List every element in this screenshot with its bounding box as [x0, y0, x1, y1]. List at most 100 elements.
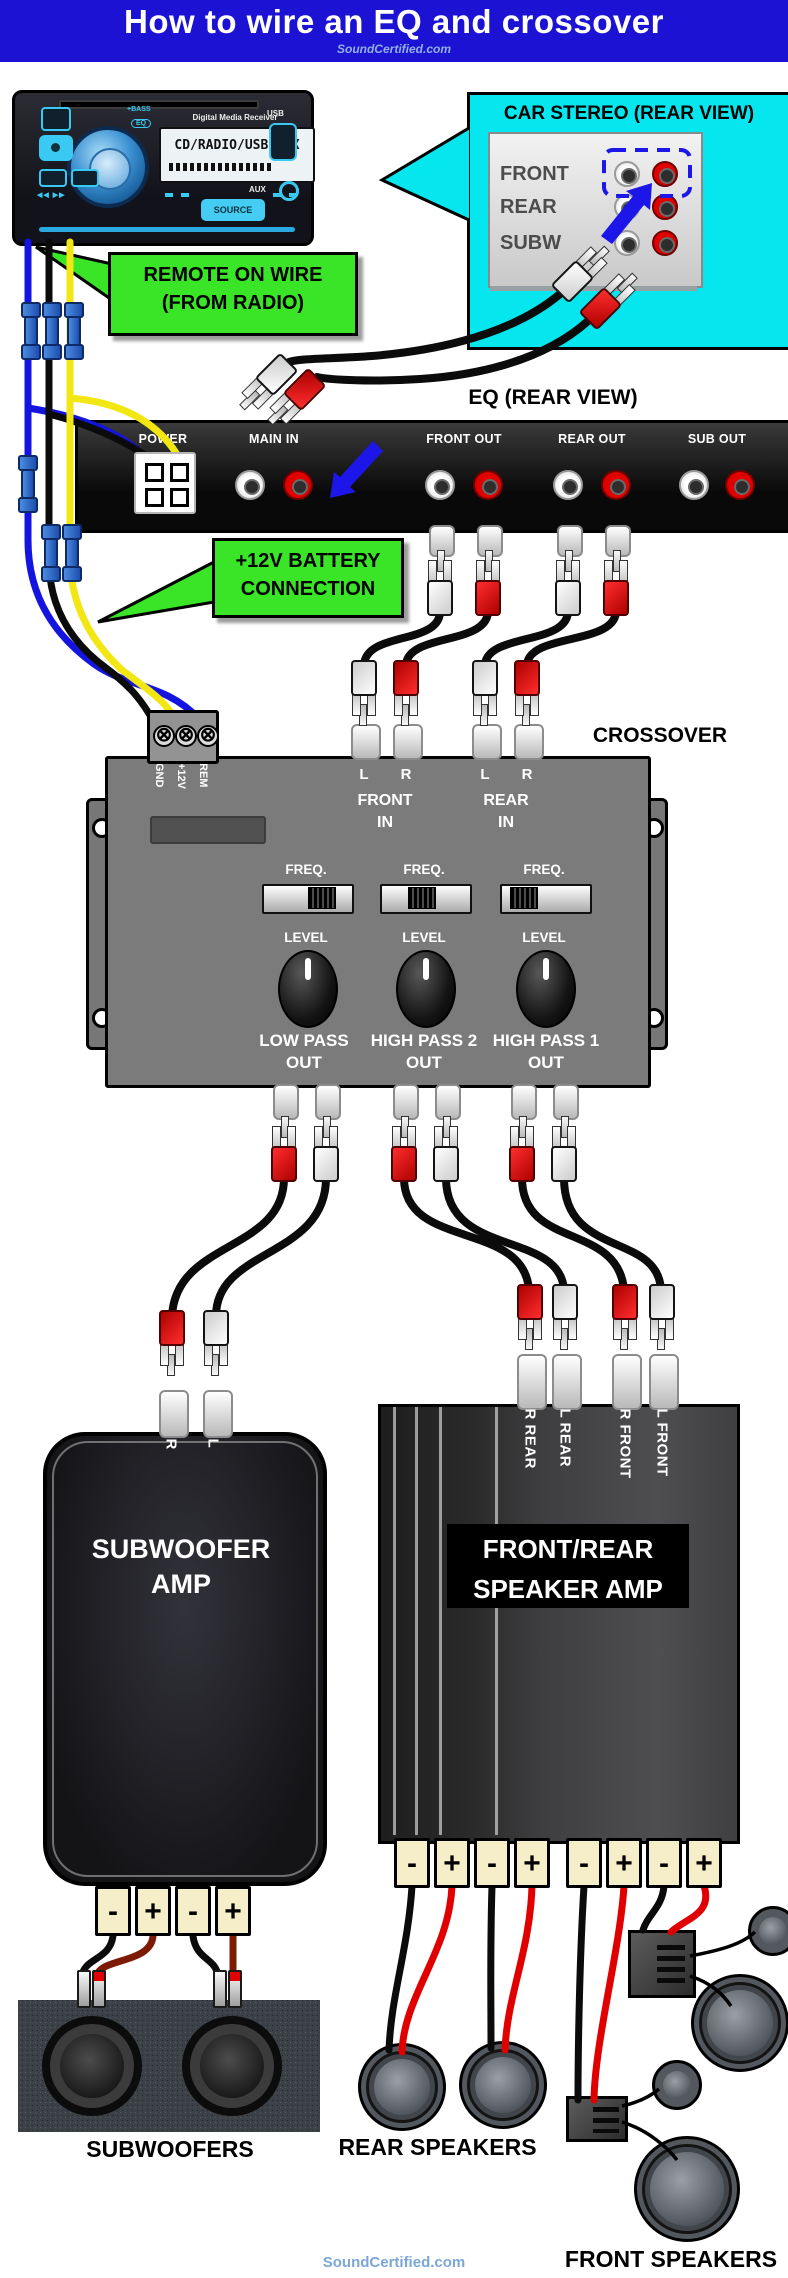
front-rear-speaker-amp — [378, 1404, 740, 1844]
wire-ground-black — [45, 238, 159, 728]
rca-plug-xin-red — [514, 660, 540, 726]
eq-power-connector — [134, 452, 196, 514]
usb-port — [269, 123, 297, 161]
connector-mid — [67, 316, 81, 346]
butt-connector — [64, 302, 84, 360]
search-button — [41, 107, 71, 131]
4ch-input-rfront: R FRONT — [616, 1408, 634, 1479]
rear-in-r: R — [521, 766, 533, 783]
frontwire-neg-b — [574, 1882, 588, 2104]
highpass1-line2: OUT — [528, 1053, 564, 1073]
4ch-terminal: - — [394, 1838, 430, 1888]
freq-slider-2 — [380, 884, 472, 914]
jack-rear-red — [652, 194, 678, 220]
butt-connector — [41, 524, 61, 582]
jack-center — [621, 237, 637, 253]
highpass1-line1: HIGH PASS 1 — [492, 1031, 600, 1050]
eq-out-stub — [477, 525, 503, 557]
connector-cap — [62, 566, 82, 582]
rearwire-pos-1 — [398, 1882, 456, 2056]
rear-view-row-rear: REAR — [500, 196, 557, 218]
crossover-power-terminals: ⊗ ⊗ ⊗ — [147, 710, 219, 764]
crossover-fins — [593, 2107, 619, 2133]
header-banner: How to wire an EQ and crossover SoundCer… — [0, 0, 788, 62]
cable-eq-frontout-r — [402, 604, 493, 668]
knob-pointer — [543, 958, 549, 980]
accent-strip — [39, 227, 295, 232]
rear-view-row-front: FRONT — [500, 163, 569, 185]
plug-body — [603, 580, 629, 616]
jack-center — [659, 237, 675, 253]
subamp-title-line1: SUBWOOFER — [91, 1534, 271, 1564]
connector-cap — [21, 344, 41, 360]
usb-label: USB — [267, 109, 284, 118]
source-button: SOURCE — [201, 199, 265, 221]
front-in-line1: FRONT — [357, 792, 413, 809]
jack-subw-white — [614, 230, 640, 256]
wire-ferrule — [77, 1970, 91, 2008]
rearwire-pos-2 — [501, 1882, 536, 2054]
4ch-in-stub — [517, 1354, 547, 1410]
heatsink-fin — [439, 1407, 442, 1835]
wire-ferrule-pos — [92, 1970, 106, 2008]
display-button — [39, 169, 67, 187]
cable-highpass1-r — [518, 1174, 628, 1294]
tweeter-dome — [663, 2071, 691, 2099]
crossover-out-stub — [273, 1084, 299, 1120]
highpass2-out-label: HIGH PASS 2 OUT — [360, 1030, 488, 1074]
battery-callout-line1: +12V BATTERY — [235, 550, 381, 572]
4ch-input-rrear: R REAR — [521, 1408, 539, 1470]
prev-track-icon: ◀◀ — [37, 192, 50, 199]
ferrule-red-band — [230, 1972, 240, 1981]
remote-wire-callout: REMOTE ON WIRE (FROM RADIO) — [108, 252, 358, 336]
front-speakers-label: FRONT SPEAKERS — [564, 2246, 778, 2272]
rca-plug-4ch-lfront — [649, 1284, 675, 1350]
connector-mid — [21, 469, 35, 499]
rca-plug-xout-red — [271, 1116, 297, 1182]
connector-mid — [65, 538, 79, 568]
level-knob-2 — [396, 950, 456, 1028]
subamp-ch-r: R — [162, 1438, 180, 1450]
frontwire-pos-a — [667, 1882, 710, 1936]
site-credit: SoundCertified.com — [336, 42, 451, 56]
front-woofer-b — [634, 2136, 740, 2242]
plug-body — [393, 660, 419, 696]
4ch-amp-badge: FRONT/REAR SPEAKER AMP — [447, 1524, 689, 1608]
cable-stereo-to-eq-white — [285, 290, 564, 366]
jack-center — [688, 479, 704, 495]
level-label-3: LEVEL — [522, 930, 566, 945]
cable-highpass2-r — [400, 1174, 533, 1294]
eq-sub-out-jack-red — [725, 470, 755, 500]
cable-highpass2-l — [442, 1174, 568, 1294]
4ch-terminal: + — [606, 1838, 642, 1888]
plug-body — [517, 1284, 543, 1320]
page-title: How to wire an EQ and crossover — [124, 3, 664, 40]
link-boxa-woofer — [689, 1974, 733, 2008]
terminal-label-12v: +12V — [175, 763, 187, 789]
plug-body — [313, 1146, 339, 1182]
preset-tick-1 — [165, 193, 173, 197]
lowpass-line2: OUT — [286, 1053, 322, 1073]
rearwire-neg-2 — [487, 1882, 496, 2052]
power-pin — [145, 488, 164, 507]
subamp-title-line2: AMP — [151, 1569, 211, 1600]
plug-body — [649, 1284, 675, 1320]
plug-body — [551, 1146, 577, 1182]
footer-site: SoundCertified.com — [322, 2254, 466, 2271]
rca-plug-eq-out-white — [555, 550, 581, 616]
arrow-to-front-jacks — [601, 183, 652, 244]
power-pin — [170, 463, 189, 482]
power-pin — [145, 463, 164, 482]
subamp-terminal: - — [95, 1886, 131, 1936]
plug-body — [555, 580, 581, 616]
jack-subw-red — [652, 230, 678, 256]
eq-front-out-jack-red — [473, 470, 503, 500]
tweeter-dome — [759, 1917, 787, 1945]
4ch-terminal: + — [514, 1838, 550, 1888]
subwoofers-label: SUBWOOFERS — [86, 2136, 254, 2162]
ferrule-red-band — [94, 1972, 104, 1981]
crossover-title: CROSSOVER — [592, 724, 728, 747]
rca-plug-subamp-r — [159, 1310, 185, 1376]
remote-callout-line2: (FROM RADIO) — [161, 292, 305, 314]
